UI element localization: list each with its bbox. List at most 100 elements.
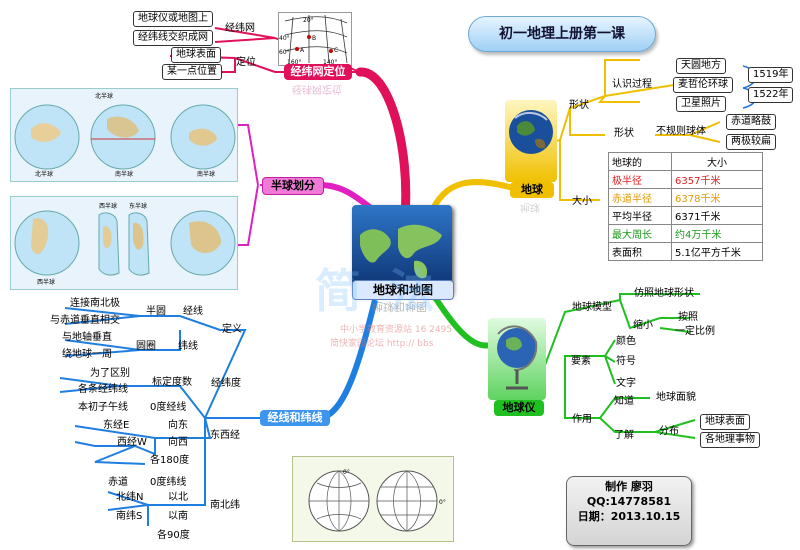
table-row: 最大周长 约4万千米	[608, 224, 763, 243]
lines-zero-long: 0度经线	[150, 402, 187, 413]
lines-west: 西经W	[117, 437, 147, 448]
table-row: 平均半径 6371千米	[608, 206, 763, 225]
grid-topic[interactable]: 经纬网定位	[284, 64, 352, 80]
earth-size-table: 地球的 大小 极半径 6357千米 赤道半径 6378千米 平均半径 6371千…	[608, 152, 763, 261]
table-cell: 约4万千米	[671, 224, 763, 243]
table-cell: 最大周长	[608, 224, 672, 243]
lines-mark-deg: 标定度数	[152, 377, 192, 388]
globe-know: 知道	[614, 396, 634, 407]
table-cell: 5.1亿平方千米	[671, 242, 763, 261]
lines-diagram: 0° 0°	[292, 456, 454, 542]
earth-size: 大小	[572, 196, 592, 207]
table-cell: 表面积	[608, 242, 672, 261]
mark-item: 为了区别	[90, 368, 130, 379]
recognition-item: 麦哲伦环球	[673, 77, 733, 93]
know-item: 地球面貌	[656, 392, 696, 403]
lines-north-of: 以北	[168, 492, 188, 503]
grid-topic-reflection: 经纬网定位	[292, 83, 342, 94]
table-row: 赤道半径 6378千米	[608, 188, 763, 207]
element-item: 符号	[616, 356, 636, 367]
earth-recognition: 认识过程	[612, 79, 652, 90]
irregular-item: 两极较扁	[726, 134, 776, 150]
lines-deg90: 各90度	[157, 530, 190, 541]
model-item: 仿照地球形状	[634, 288, 694, 299]
shrink-item: 一定比例	[675, 326, 715, 337]
grid-label: 60°	[279, 49, 290, 56]
lines-east-west: 东西经	[210, 430, 240, 441]
credit-box: 制作 廖羽 QQ:14778581 日期：2013.10.15	[566, 476, 692, 546]
lines-prime: 本初子午线	[78, 402, 128, 413]
year: 1522年	[748, 87, 794, 103]
grid-label: 160°	[287, 59, 302, 66]
watermark-line: 简快家园论坛 http:// bbs	[330, 339, 434, 349]
lines-longitude-deg: 经纬度	[211, 378, 241, 389]
irregular-item: 赤道略鼓	[726, 114, 776, 130]
globe-distribution: 分布	[659, 426, 679, 437]
hemisphere-label: 东半球	[129, 203, 148, 210]
globe-shrink: 缩小	[633, 320, 653, 331]
globe-model: 地球模型	[572, 302, 612, 313]
lines-diagram-label: 0°	[439, 499, 446, 506]
earth-topic[interactable]: 地球	[510, 182, 554, 198]
hemisphere-label: 北半球	[35, 171, 54, 178]
hemisphere-label: 南半球	[115, 171, 134, 178]
lines-south: 南纬S	[116, 511, 143, 522]
world-map-icon	[360, 224, 442, 279]
parallel-item: 与地轴垂直	[62, 332, 112, 343]
table-cell: 平均半径	[608, 206, 672, 225]
lines-topic[interactable]: 经线和纬线	[260, 410, 330, 426]
element-item: 文字	[616, 378, 636, 389]
table-cell: 6378千米	[671, 188, 763, 207]
grid-item: 地球仪或地图上	[133, 11, 213, 27]
earth-shape: 形状	[569, 100, 589, 111]
grid-label: 20°	[303, 17, 314, 24]
shrink-item: 按照	[678, 312, 698, 323]
mark-item: 各条经纬线	[78, 384, 128, 395]
table-cell: 赤道半径	[608, 188, 672, 207]
lines-meridian: 经线	[183, 306, 203, 317]
globe-image	[488, 318, 546, 400]
globe-icon	[497, 325, 538, 390]
lines-deg180: 各180度	[150, 455, 190, 466]
meridian-item: 连接南北极	[70, 298, 120, 309]
hemisphere-panel-ns: 北半球 北半球 南半球 南半球	[10, 88, 238, 182]
hemisphere-topic[interactable]: 半球划分	[262, 177, 324, 195]
credit-date: 日期：2013.10.15	[577, 510, 681, 523]
lines-east: 东经E	[103, 420, 130, 431]
grid-label: B	[312, 35, 317, 42]
watermark-line: 中小学教育资源站 16 2495	[340, 325, 453, 335]
grid-label: 140°	[323, 59, 338, 66]
grid-diagram: 20° 40° 60° 160° 140° B C A	[278, 12, 352, 66]
lines-equator: 赤道	[108, 477, 128, 488]
hemisphere-label: 南半球	[197, 171, 216, 178]
earth-irregular: 不规则球体	[656, 126, 706, 137]
year: 1519年	[748, 67, 794, 83]
grid-label: C	[334, 47, 339, 54]
grid-item: 某一点位置	[162, 64, 222, 80]
lines-half-circle: 半圆	[146, 306, 166, 317]
table-row: 表面积 5.1亿平方千米	[608, 242, 763, 261]
hemisphere-label: 西半球	[37, 279, 56, 286]
center-topic[interactable]: 地球和地图	[352, 280, 454, 300]
lines-diagram-label: 0°	[343, 469, 350, 476]
lines-south-of: 以南	[168, 511, 188, 522]
grid-label: A	[300, 47, 305, 54]
grid-sub-grid: 经纬网	[225, 23, 255, 34]
lines-to-west: 向西	[168, 437, 188, 448]
globe-understand: 了解	[614, 430, 634, 441]
grid-item: 经纬线交织成网	[133, 30, 213, 46]
grid-sub-position: 定位	[236, 57, 256, 68]
earth-icon	[509, 110, 553, 154]
lines-to-east: 向东	[168, 420, 188, 431]
hemisphere-label: 西半球	[99, 203, 118, 210]
element-item: 颜色	[616, 336, 636, 347]
meridian-item: 与赤道垂直相交	[50, 315, 120, 326]
globe-use: 作用	[572, 414, 592, 425]
distribution-item: 各地理事物	[700, 432, 760, 448]
title: 初一地理上册第一课	[468, 16, 656, 52]
table-row: 地球的 大小	[608, 152, 763, 171]
globe-topic[interactable]: 地球仪	[494, 400, 544, 416]
parallel-item: 绕地球一周	[62, 349, 112, 360]
lines-circle: 圆圈	[136, 341, 156, 352]
